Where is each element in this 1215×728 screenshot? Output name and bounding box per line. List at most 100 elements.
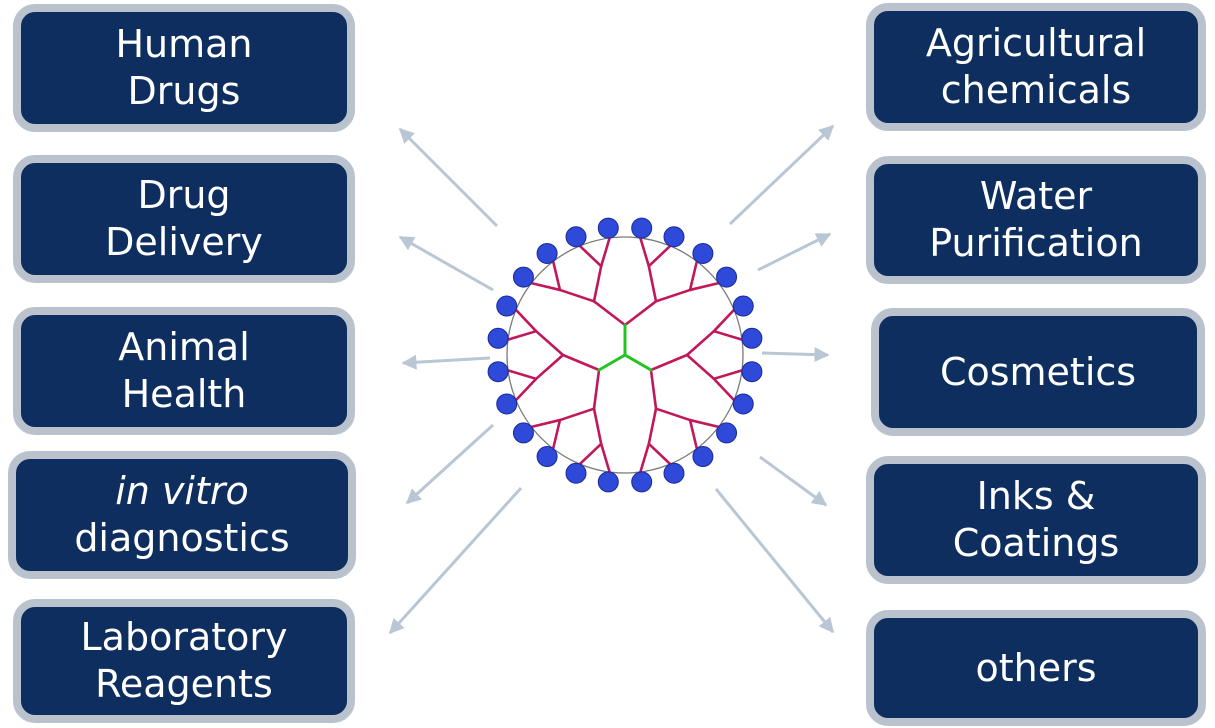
branch-segment [530, 418, 562, 429]
branch-segment [688, 260, 699, 292]
branch-segment [551, 418, 562, 450]
branch-segment [649, 353, 689, 372]
terminal-group [663, 462, 685, 484]
branch-segment [592, 300, 627, 327]
lab-reagents-line-2: Reagents [95, 662, 273, 706]
branch-segment [639, 442, 651, 474]
core-arm [623, 353, 653, 372]
terminal-group [512, 266, 534, 288]
branch-segment [685, 353, 716, 381]
branch-segment [578, 442, 603, 466]
terminal-group [631, 217, 653, 239]
branch-segment [514, 308, 538, 333]
branch-segment [599, 236, 611, 268]
branch-segment [688, 418, 699, 450]
branch-segment [623, 300, 658, 327]
branch-segment [712, 329, 744, 341]
inks-line-2: Coatings [952, 521, 1120, 565]
branch-segment [514, 377, 538, 402]
branch-segment [534, 353, 565, 381]
branch-segment [654, 407, 692, 422]
terminal-groups [487, 217, 763, 493]
branch-segment [647, 264, 658, 303]
animal-health-line-2: Health [121, 372, 247, 416]
water-line-2: Purification [929, 221, 1143, 265]
terminal-group [597, 471, 619, 493]
in-vitro-diagnostics-box: in vitro diagnostics [8, 451, 356, 579]
branch-segment [712, 369, 744, 381]
branch-segment [712, 308, 736, 333]
branch-segment [649, 368, 658, 410]
arrow-to-human-drugs [398, 127, 499, 228]
terminal-group [496, 393, 518, 415]
water-line-1: Water [979, 174, 1093, 218]
terminal-group [631, 471, 653, 493]
branch-segment [592, 368, 601, 410]
laboratory-reagents-box: Laboratory Reagents [13, 599, 355, 723]
arrow-to-lab-reagents [388, 486, 523, 635]
human-drugs-line-1: Human [115, 22, 253, 66]
human-drugs-box: Human Drugs [13, 4, 355, 132]
branch-segment [506, 369, 538, 381]
arrow-to-agricultural [728, 124, 835, 226]
terminal-group [732, 393, 754, 415]
terminal-group [597, 217, 619, 239]
dendrimer-core [597, 323, 653, 372]
in-vitro-line-1: in vitro [115, 469, 249, 513]
others-box: others [866, 610, 1206, 726]
arrow-to-cosmetics [761, 347, 830, 363]
inks-line-1: Inks & [976, 474, 1096, 518]
cosmetics-line-1: Cosmetics [939, 349, 1137, 394]
branch-segment [506, 329, 538, 341]
branch-segment [688, 281, 720, 292]
terminal-group [716, 266, 738, 288]
branch-segment [578, 244, 603, 268]
animal-health-box: Animal Health [13, 307, 355, 435]
water-purification-box: Water Purification [866, 156, 1206, 284]
branch-segment [685, 329, 716, 357]
branch-segment [639, 236, 651, 268]
others-line-1: others [975, 645, 1097, 690]
branch-segment [647, 244, 672, 268]
terminal-group [536, 242, 558, 264]
terminal-group [741, 361, 763, 383]
branch-segment [599, 442, 611, 474]
terminal-group [512, 422, 534, 444]
drug-delivery-line-1: Drug [137, 173, 231, 217]
cosmetics-box: Cosmetics [871, 308, 1205, 436]
branch-segment [530, 281, 562, 292]
terminal-group [565, 462, 587, 484]
drug-delivery-box: Drug Delivery [13, 155, 355, 283]
arrow-to-water [757, 232, 832, 272]
animal-health-line-1: Animal [118, 325, 250, 369]
terminal-group [741, 327, 763, 349]
terminal-group [663, 226, 685, 248]
agricultural-line-1: Agricultural [925, 21, 1147, 65]
arrow-to-drug-delivery [398, 235, 494, 292]
branch-segment [534, 329, 565, 357]
core-arm [597, 353, 627, 372]
branch-segment [592, 264, 603, 303]
branch-segment [558, 288, 596, 303]
arrow-to-animal-health [401, 354, 491, 370]
arrow-to-in-vitro [405, 423, 495, 505]
terminal-group [496, 295, 518, 317]
branch-segment [688, 418, 720, 429]
human-drugs-line-2: Drugs [127, 69, 241, 113]
terminal-group [692, 242, 714, 264]
lab-reagents-line-1: Laboratory [80, 615, 288, 659]
branch-segment [647, 407, 658, 446]
arrow-to-inks [759, 455, 828, 507]
inks-coatings-box: Inks & Coatings [866, 456, 1206, 584]
terminal-group [692, 446, 714, 468]
in-vitro-line-2: diagnostics [74, 516, 290, 560]
terminal-group [565, 226, 587, 248]
branch-segment [654, 288, 692, 303]
branch-segment [558, 407, 596, 422]
branch-segment [592, 407, 603, 446]
branch-segment [647, 442, 672, 466]
drug-delivery-line-2: Delivery [105, 220, 263, 264]
branch-segment [551, 260, 562, 292]
terminal-group [487, 327, 509, 349]
